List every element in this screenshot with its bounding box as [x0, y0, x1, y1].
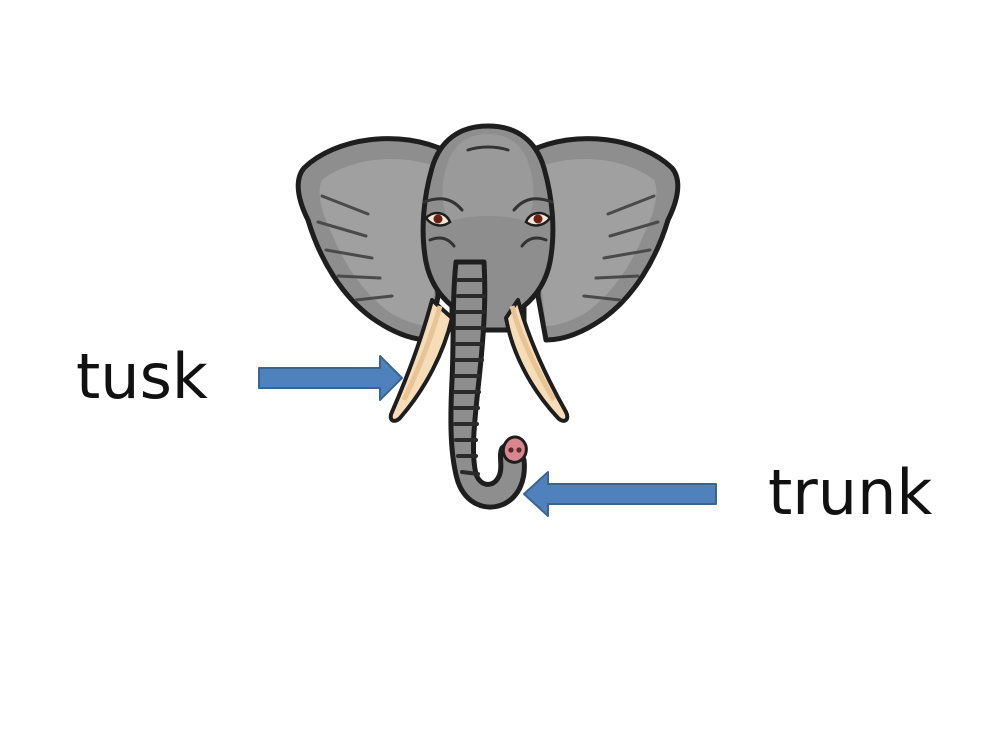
elephant-head-icon: [295, 123, 681, 510]
left-ear-folds: [316, 194, 394, 302]
left-tusk-shade: [401, 305, 443, 402]
trunk-tip: [501, 435, 528, 464]
brow-lines: [422, 145, 554, 248]
right-eye: [524, 211, 552, 227]
tusk-label: tusk: [76, 340, 208, 413]
trunk-arrow-icon: [523, 471, 717, 517]
right-tusk-shade: [509, 305, 557, 402]
left-eye: [424, 211, 452, 227]
tusk-arrow-icon: [258, 355, 403, 401]
forehead-highlight: [442, 134, 534, 222]
trunk-label: trunk: [768, 456, 933, 529]
right-ear-inner: [536, 158, 657, 326]
trunk-wrinkles: [453, 278, 486, 476]
right-ear-folds: [582, 194, 660, 302]
left-ear-inner: [319, 158, 440, 326]
